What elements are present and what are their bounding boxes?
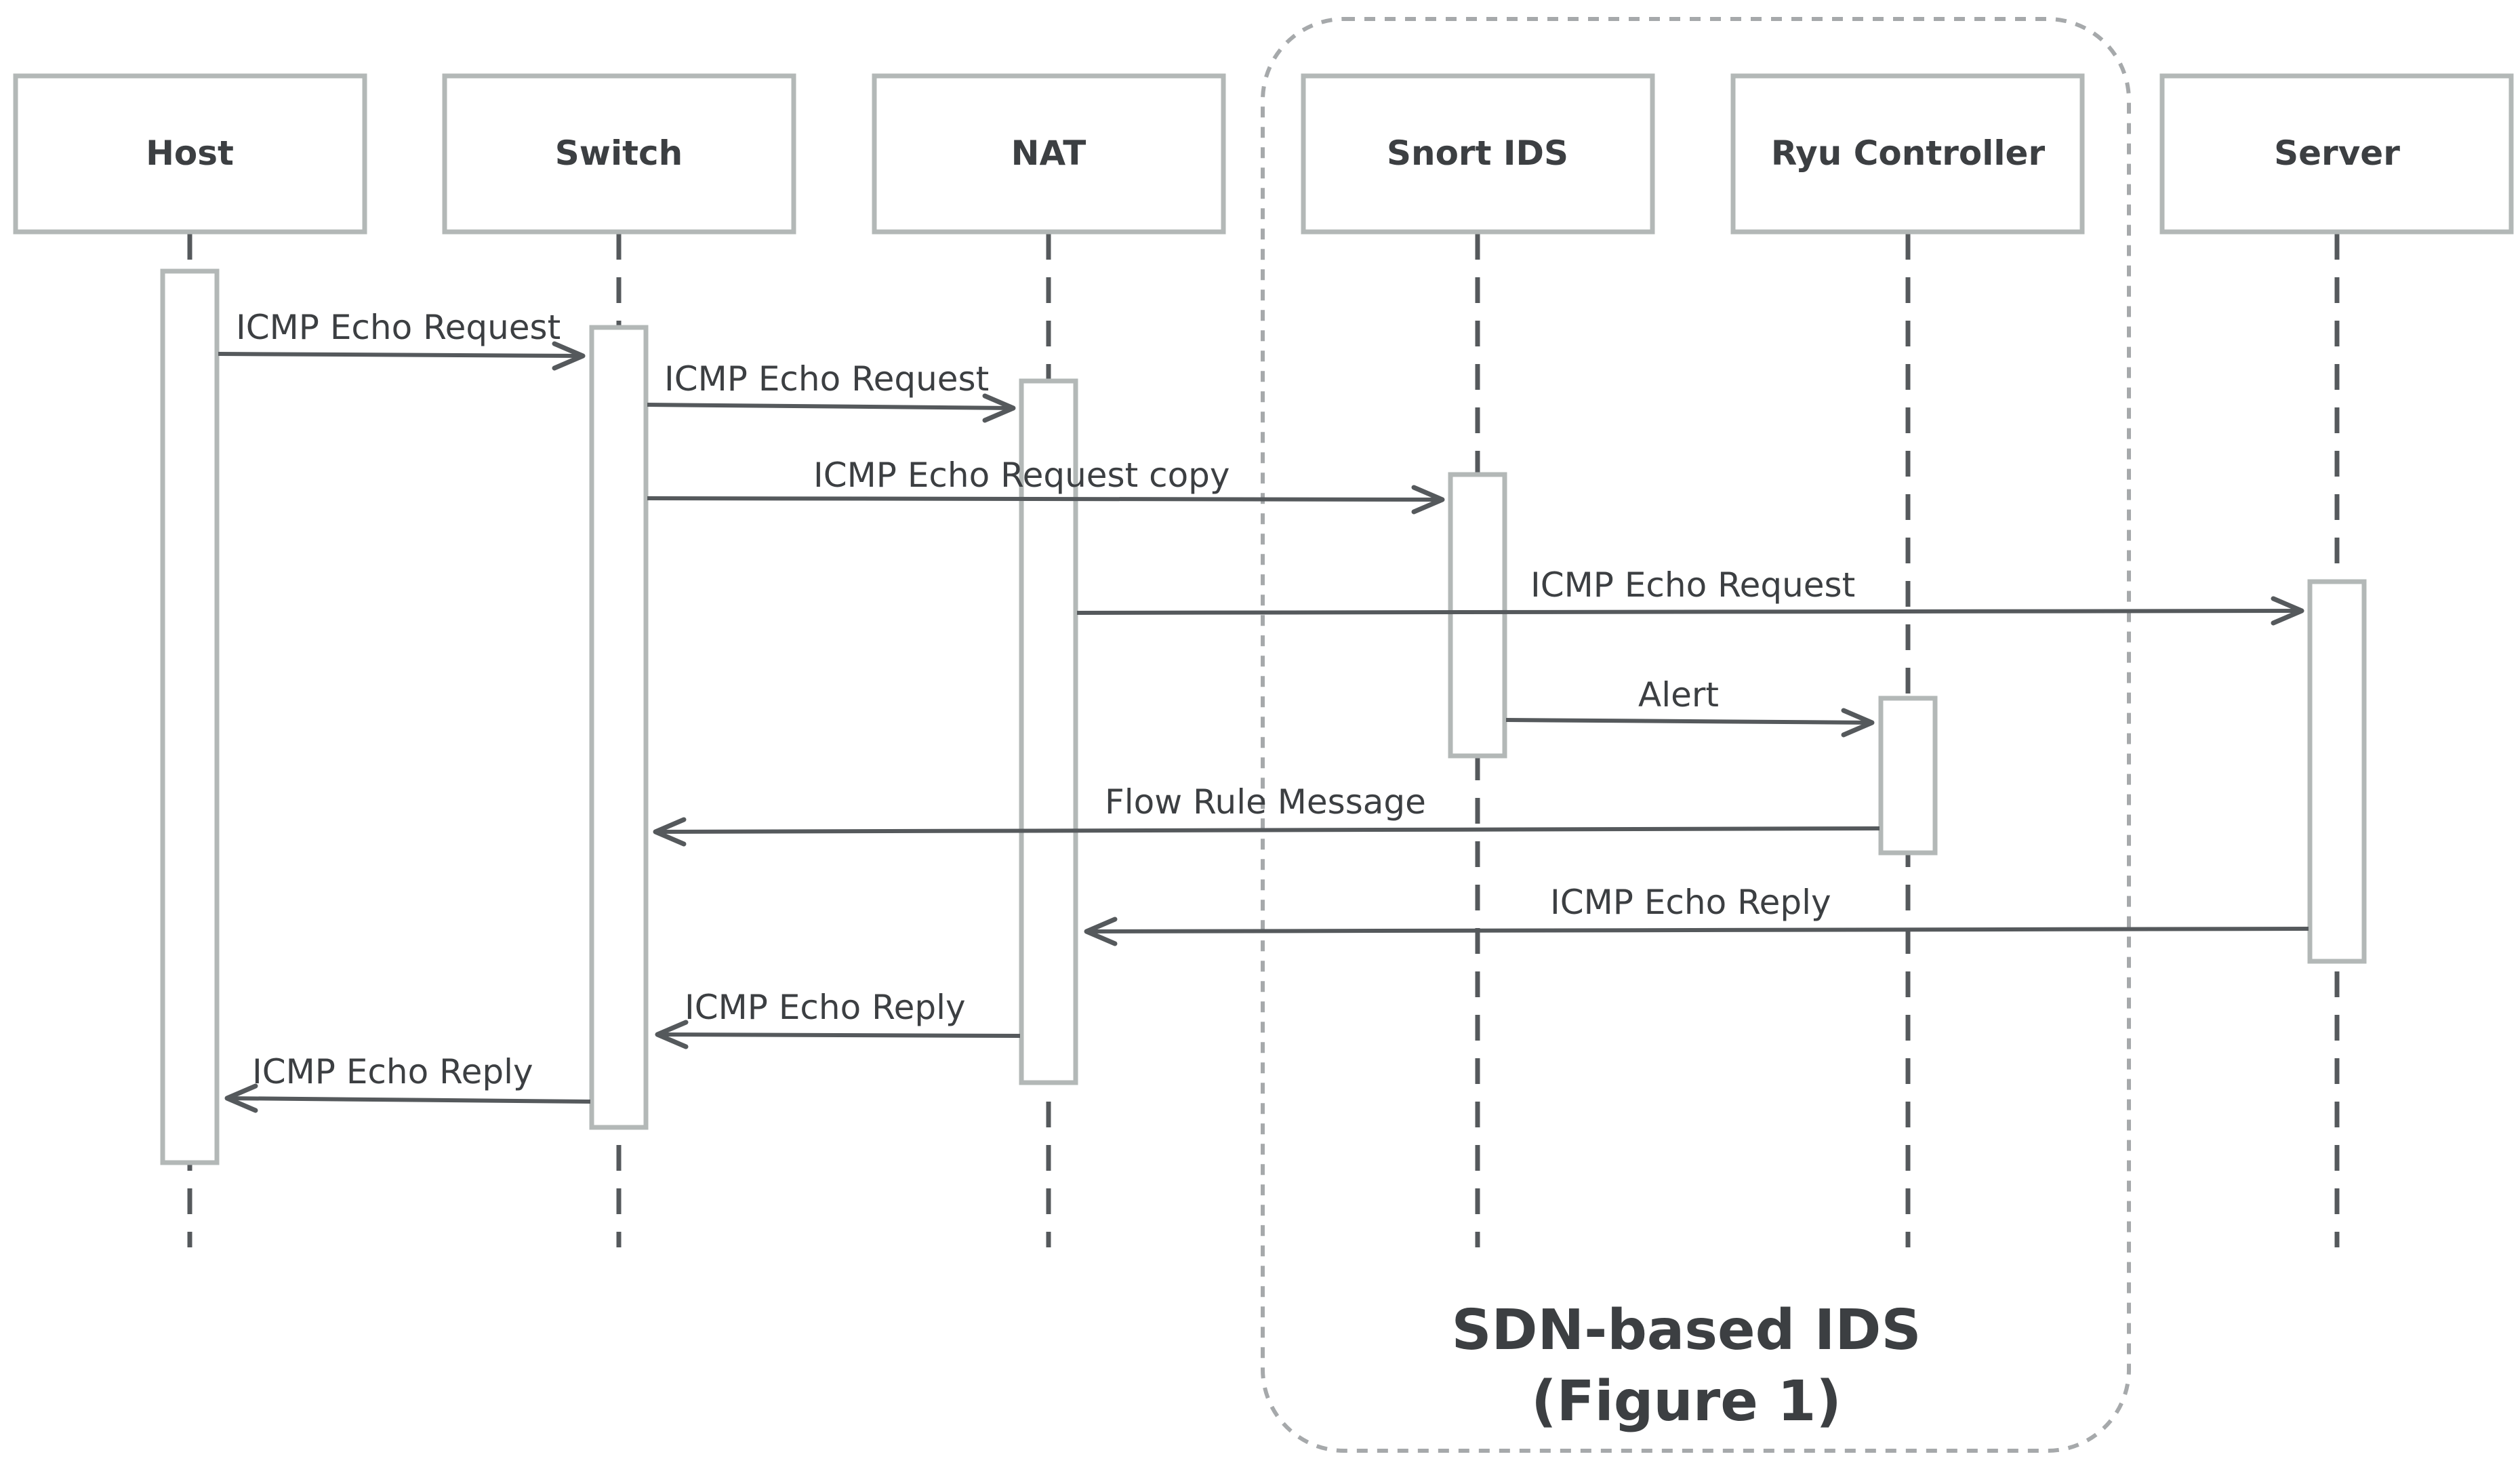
- message-m5: Alert: [1505, 675, 1875, 738]
- group-subtitle: (Figure 1): [1531, 1369, 1842, 1434]
- arrow-head-icon: [655, 1020, 689, 1049]
- message-label: ICMP Echo Request copy: [813, 456, 1230, 495]
- arrow-head-icon: [1841, 708, 1875, 738]
- arrow-head-icon: [653, 817, 687, 847]
- message-line: [226, 1096, 591, 1104]
- message-line: [647, 403, 1014, 410]
- message-m7: ICMP Echo Reply: [1084, 883, 2309, 946]
- activations: [160, 268, 2367, 1165]
- activation-switch: [589, 325, 649, 1130]
- actor-label-nat: NAT: [1011, 134, 1086, 173]
- message-label: ICMP Echo Reply: [252, 1052, 533, 1091]
- actor-nat: NAT: [872, 73, 1226, 235]
- actor-box-server: [2159, 73, 2514, 235]
- message-m4: ICMP Echo Request: [1076, 565, 2304, 626]
- message-label: ICMP Echo Request: [1530, 565, 1855, 605]
- message-label: Flow Rule Message: [1105, 782, 1426, 822]
- actor-host: Host: [13, 73, 367, 235]
- message-m3: ICMP Echo Request copy: [647, 456, 1445, 515]
- actor-label-switch: Switch: [555, 134, 683, 173]
- message-m8: ICMP Echo Reply: [655, 988, 1021, 1049]
- activation-host: [160, 268, 220, 1165]
- message-line: [1076, 609, 2302, 615]
- arrow-head-icon: [2271, 596, 2304, 626]
- message-label: ICMP Echo Reply: [685, 988, 966, 1027]
- message-line: [1086, 927, 2309, 933]
- actor-server: Server: [2159, 73, 2514, 235]
- activation-snort: [1448, 472, 1507, 759]
- message-m2: ICMP Echo Request: [647, 359, 1016, 423]
- actor-box-switch: [442, 73, 796, 235]
- message-line: [657, 1032, 1021, 1038]
- message-m1: ICMP Echo Request: [218, 308, 586, 371]
- arrow-head-icon: [982, 393, 1016, 423]
- activation-server: [2307, 579, 2367, 964]
- message-line: [218, 352, 584, 358]
- actor-label-ryu: Ryu Controller: [1771, 134, 2046, 173]
- message-label: ICMP Echo Request: [236, 308, 561, 347]
- message-label: Alert: [1638, 675, 1719, 715]
- sdn-ids-group-frame: [1261, 17, 2131, 1453]
- activation-ryu: [1878, 696, 1938, 856]
- arrow-head-icon: [1084, 917, 1118, 946]
- message-m9: ICMP Echo Reply: [224, 1052, 591, 1113]
- message-line: [647, 496, 1443, 502]
- actor-box-host: [13, 73, 367, 235]
- arrow-head-icon: [1411, 485, 1445, 515]
- actor-box-nat: [872, 73, 1226, 235]
- actor-label-host: Host: [146, 134, 234, 173]
- group-title: SDN-based IDS: [1451, 1298, 1921, 1363]
- message-line: [1505, 718, 1873, 725]
- actor-box-ryu: [1730, 73, 2085, 235]
- actor-switch: Switch: [442, 73, 796, 235]
- message-m6: Flow Rule Message: [653, 782, 1880, 847]
- actor-box-snort: [1301, 73, 1655, 235]
- message-label: ICMP Echo Reply: [1550, 883, 1831, 922]
- actor-label-server: Server: [2274, 134, 2400, 173]
- message-label: ICMP Echo Request: [664, 359, 989, 399]
- actor-ryu: Ryu Controller: [1730, 73, 2085, 235]
- actor-label-snort: Snort IDS: [1387, 134, 1568, 173]
- message-line: [655, 826, 1880, 834]
- actor-snort: Snort IDS: [1301, 73, 1655, 235]
- arrow-head-icon: [224, 1083, 258, 1113]
- arrow-head-icon: [552, 341, 586, 371]
